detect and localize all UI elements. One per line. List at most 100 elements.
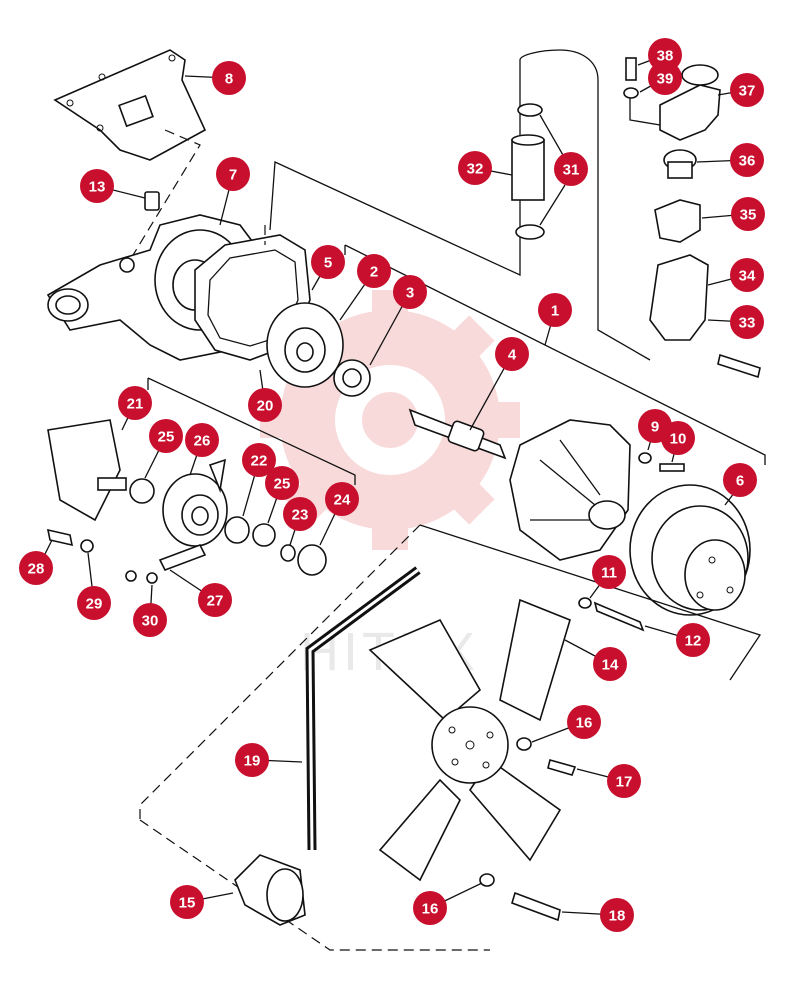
callout-18: 18 — [600, 898, 634, 932]
callout-badge — [133, 603, 167, 637]
callout-number: 18 — [609, 908, 626, 925]
callout-number: 38 — [657, 48, 674, 65]
fan-belt — [305, 566, 421, 851]
idler-bracket — [47, 419, 121, 522]
callout-number: 31 — [563, 162, 580, 179]
impeller — [266, 302, 344, 388]
callout-badge — [198, 583, 232, 617]
callout-number: 10 — [670, 431, 687, 448]
callout-34: 34 — [730, 258, 764, 292]
callout-badge — [592, 555, 626, 589]
clip-25 — [129, 478, 155, 504]
callout-13: 13 — [80, 169, 114, 203]
callout-badge — [149, 419, 183, 453]
thermostat-housing — [623, 57, 721, 141]
callout-badge — [567, 705, 601, 739]
pulley — [629, 484, 751, 616]
shaft — [408, 408, 507, 460]
callout-badge — [676, 623, 710, 657]
callout-number: 27 — [207, 593, 224, 610]
callout-8: 8 — [212, 61, 246, 95]
seal — [333, 359, 371, 397]
callout-badge — [185, 423, 219, 457]
callout-number: 22 — [251, 453, 268, 470]
fan — [368, 598, 571, 882]
callout-17: 17 — [607, 764, 641, 798]
callout-badge — [600, 898, 634, 932]
callout-2: 2 — [357, 254, 391, 288]
callout-badge — [538, 293, 572, 327]
callout-24: 24 — [325, 482, 359, 516]
bearing-22 — [224, 516, 250, 544]
callout-badge — [19, 551, 53, 585]
gasket-plate — [53, 49, 207, 161]
callout-number: 26 — [194, 433, 211, 450]
gasket-35 — [654, 199, 701, 243]
callout-number: 3 — [406, 285, 414, 302]
callout-badge — [248, 388, 282, 422]
bolts-right — [578, 452, 685, 632]
callout-number: 5 — [324, 255, 332, 272]
callout-number: 28 — [28, 561, 45, 578]
callout-number: 35 — [740, 207, 757, 224]
callout-number: 36 — [739, 153, 756, 170]
callout-23: 23 — [283, 497, 317, 531]
callout-19: 19 — [235, 743, 269, 777]
callout-badge — [216, 157, 250, 191]
callout-badge — [311, 245, 345, 279]
callout-badge — [607, 764, 641, 798]
callout-badge — [265, 466, 299, 500]
bolt-33 — [717, 353, 761, 379]
callout-badge — [730, 258, 764, 292]
callout-number: 24 — [334, 492, 351, 509]
callout-badge — [235, 743, 269, 777]
callout-badge — [730, 73, 764, 107]
callout-7: 7 — [216, 157, 250, 191]
callout-number: 25 — [158, 429, 175, 446]
thermostat — [663, 149, 697, 179]
callout-number: 12 — [685, 633, 702, 650]
callout-number: 21 — [127, 396, 144, 413]
callout-number: 33 — [739, 315, 756, 332]
callout-39: 39 — [648, 61, 682, 95]
callout-number: 39 — [657, 71, 674, 88]
callout-badge — [357, 254, 391, 288]
callout-badge — [730, 305, 764, 339]
callout-badge — [554, 152, 588, 186]
callout-badge — [661, 421, 695, 455]
callout-badge — [723, 463, 757, 497]
callout-number: 9 — [651, 419, 659, 436]
callout-number: 15 — [179, 895, 196, 912]
callout-badge — [283, 497, 317, 531]
callout-32: 32 — [458, 151, 492, 185]
callout-number: 37 — [739, 83, 756, 100]
callout-number: 14 — [602, 657, 619, 674]
callout-number: 30 — [142, 613, 159, 630]
callout-16: 16 — [413, 891, 447, 925]
callout-number: 34 — [739, 268, 756, 285]
callout-number: 19 — [244, 753, 261, 770]
idler-pulley — [162, 473, 228, 547]
callout-31: 31 — [554, 152, 588, 186]
callout-badge — [458, 151, 492, 185]
callout-number: 6 — [736, 473, 744, 490]
callout-badge — [648, 61, 682, 95]
callout-number: 25 — [274, 476, 291, 493]
callout-33: 33 — [730, 305, 764, 339]
callout-1: 1 — [538, 293, 572, 327]
callout-25: 25 — [149, 419, 183, 453]
callout-number: 20 — [257, 398, 274, 415]
callout-number: 32 — [467, 161, 484, 178]
callout-badge — [731, 197, 765, 231]
callout-25: 25 — [265, 466, 299, 500]
callout-number: 2 — [370, 264, 378, 281]
callout-badge — [325, 482, 359, 516]
callout-number: 4 — [508, 347, 517, 364]
callout-11: 11 — [592, 555, 626, 589]
callout-26: 26 — [185, 423, 219, 457]
callout-15: 15 — [170, 885, 204, 919]
callout-27: 27 — [198, 583, 232, 617]
callout-badge — [77, 586, 111, 620]
